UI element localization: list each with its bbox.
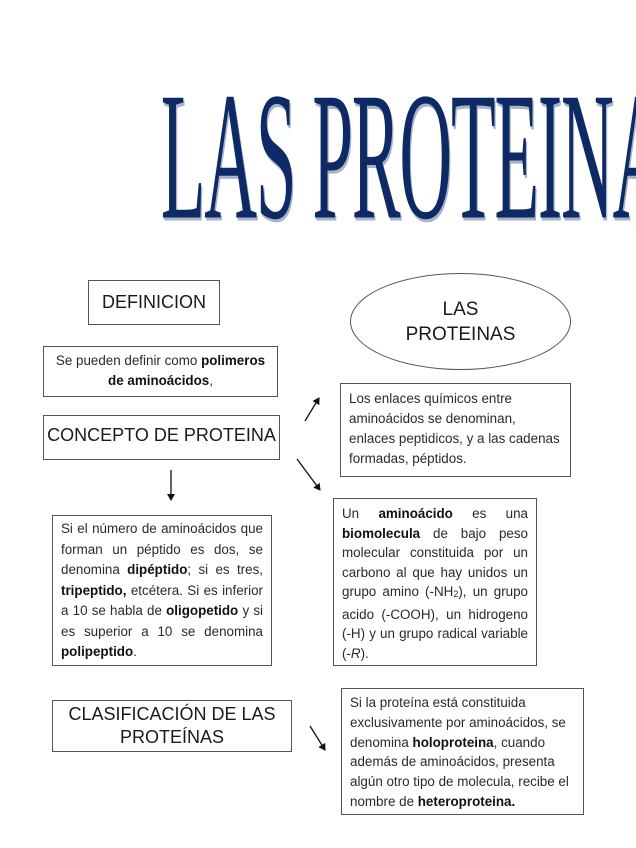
heteroproteina-term: heteroproteina. <box>417 793 516 809</box>
enlaces-text-box: Los enlaces químicos entre aminoácidos s… <box>340 383 571 477</box>
peptido-text-part: etcétera. Si es inferior a 10 se habla d… <box>61 582 263 619</box>
clasificacion-text-part: , cuando además de aminoácidos, presenta… <box>350 734 569 809</box>
ellipse-line-1: LAS <box>442 298 479 320</box>
holoproteina-term: holoproteina <box>412 734 494 750</box>
peptido-text-part: y si es superior a 10 se denomina <box>61 603 263 639</box>
clasificacion-heading-line-2: PROTEÍNAS <box>119 727 225 747</box>
definicion-text-suffix: , <box>209 373 213 388</box>
page-title: LAS PROTEINAS <box>160 54 636 258</box>
clasificacion-text-part: Si la proteína está constituida exclusiv… <box>350 695 566 750</box>
definicion-heading-box: DEFINICION <box>88 280 220 325</box>
definicion-text-bold: polimeros de aminoácidos <box>108 353 266 388</box>
arrow-down-right-icon <box>296 458 321 491</box>
aminoacido-text-part: Un <box>342 506 379 521</box>
peptido-text-part: Si el número de aminoácidos que forman u… <box>61 521 263 577</box>
aminoacido-text-part: ). <box>360 645 369 661</box>
dipeptido-term: dipéptido <box>127 562 188 577</box>
definicion-heading: DEFINICION <box>101 292 206 312</box>
definicion-text-prefix: Se pueden definir como <box>55 353 202 368</box>
arrow-down-right-icon <box>309 725 326 751</box>
definicion-text-box: Se pueden definir como polimeros de amin… <box>43 346 278 397</box>
concepto-heading: CONCEPTO DE PROTEINA <box>47 425 276 445</box>
concepto-heading-box: CONCEPTO DE PROTEINA <box>43 415 280 460</box>
clasificacion-text-box: Si la proteína está constituida exclusiv… <box>341 688 584 815</box>
tripeptido-term: tripeptido, <box>61 582 127 598</box>
arrow-up-right-icon <box>304 397 320 422</box>
peptido-text-part: ; si es tres, <box>187 562 263 577</box>
clasificacion-heading-box: CLASIFICACIÓN DE LAS PROTEÍNAS <box>52 700 292 752</box>
aminoacido-text-box: Un aminoácido es una biomolecula de bajo… <box>333 498 537 666</box>
radical-symbol: R <box>350 645 361 661</box>
aminoacido-text-part: ), un grupo acido (-COOH), un hidrogeno … <box>342 584 529 661</box>
aminoacido-term: aminoácido <box>378 506 453 521</box>
peptido-text-part: . <box>133 644 137 659</box>
enlaces-text: Los enlaces químicos entre aminoácidos s… <box>349 391 560 466</box>
oligopeptido-term: oligopetido <box>166 603 239 618</box>
clasificacion-heading-line-1: CLASIFICACIÓN DE LAS <box>68 704 276 724</box>
las-proteinas-ellipse: LAS PROTEINAS <box>350 273 571 370</box>
biomolecula-term: biomolecula <box>342 525 421 541</box>
polipeptido-term: polipeptido <box>61 644 134 659</box>
aminoacido-text-part: de bajo peso molecular constituida por u… <box>342 525 528 600</box>
subscript-2: 2 <box>453 589 459 599</box>
peptido-text-box: Si el número de aminoácidos que forman u… <box>52 515 272 666</box>
aminoacido-text-part: es una <box>452 506 528 521</box>
ellipse-line-2: PROTEINAS <box>405 323 516 345</box>
